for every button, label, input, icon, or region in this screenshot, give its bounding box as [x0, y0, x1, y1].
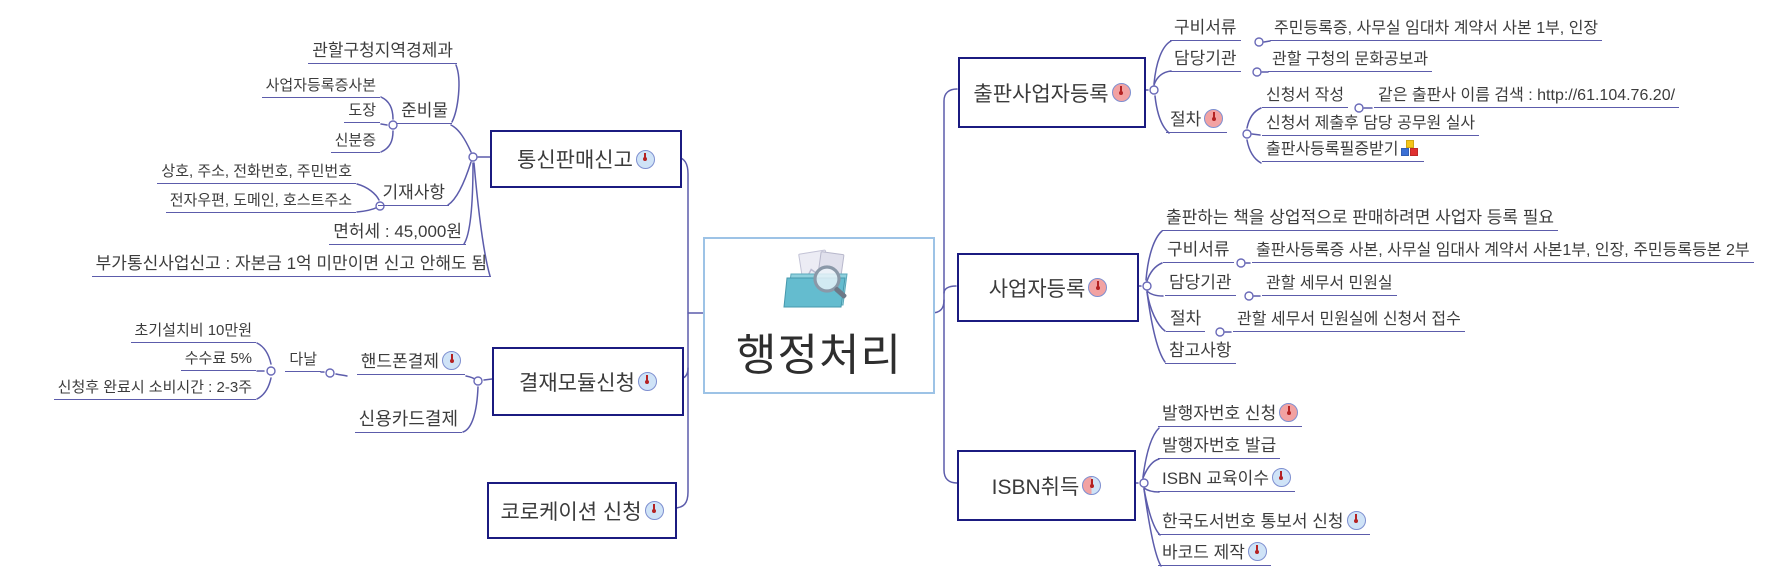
node-biz-note[interactable]: 출판하는 책을 상업적으로 판매하려면 사업자 등록 필요 [1162, 208, 1559, 231]
node-pub-step2[interactable]: 신청서 제출후 담당 공무원 실사 [1262, 114, 1480, 136]
node-pub-step3-label: 출판사등록필증받기 [1266, 141, 1399, 158]
clock-blue-icon [637, 372, 657, 391]
node-biz-proc-value[interactable]: 관할 세무서 민원실에 신청서 접수 [1233, 310, 1465, 332]
topic-isbn-label: ISBN취득 [991, 475, 1080, 499]
node-required-entries[interactable]: 기재사항 [378, 183, 449, 206]
topic-payment-label: 결재모듈신청 [519, 371, 635, 395]
node-business-cert-copy[interactable]: 사업자등록증사본 [261, 77, 380, 98]
node-license-tax[interactable]: 면허세 : 45,000원 [329, 222, 466, 245]
node-isbn-step5-label: 바코드 제작 [1162, 543, 1245, 562]
node-biz-docs-value[interactable]: 출판사등록증 사본, 사무실 임대사 계약서 사본1부, 인장, 주민등록등본 … [1252, 241, 1754, 263]
topic-business-label: 사업자등록 [988, 277, 1086, 301]
topic-telecom-label: 통신판매신고 [517, 149, 633, 172]
topic-publisher-label: 출판사업자등록 [973, 82, 1109, 106]
node-isbn-step4[interactable]: 한국도서번호 통보서 신청 [1158, 511, 1370, 535]
clock-blue-icon [635, 149, 655, 169]
clock-red-icon [1088, 278, 1108, 297]
node-isbn-step1[interactable]: 발행자번호 신청 [1158, 403, 1303, 427]
node-pub-docs-value[interactable]: 주민등록증, 사무실 임대차 계약서 사본 1부, 인장 [1270, 19, 1603, 41]
topic-publisher-registration[interactable]: 출판사업자등록 [958, 57, 1146, 128]
clock-red-icon [1111, 83, 1131, 102]
node-pub-docs-label[interactable]: 구비서류 [1170, 18, 1241, 41]
clock-red-icon [1279, 403, 1299, 422]
node-credit-card-payment[interactable]: 신용카드결제 [354, 409, 462, 433]
chart-cubes-icon [1401, 140, 1420, 157]
topic-colocation-label: 코로케이션 신청 [500, 500, 642, 524]
node-danal[interactable]: 다날 [285, 351, 321, 372]
node-pub-step3[interactable]: 출판사등록필증받기 [1262, 140, 1425, 162]
node-pub-procedure-label: 절차 [1170, 110, 1202, 129]
clock-blue-icon [644, 501, 664, 520]
node-isbn-step4-label: 한국도서번호 통보서 신청 [1162, 512, 1344, 531]
node-id-card[interactable]: 신분증 [330, 132, 380, 153]
node-pub-step1-value[interactable]: 같은 출판사 이름 검색 : http://61.104.76.20/ [1374, 86, 1680, 108]
node-setup-cost[interactable]: 초기설치비 10만원 [130, 322, 256, 343]
node-biz-agency-value[interactable]: 관할 세무서 민원실 [1262, 274, 1397, 296]
node-biz-reference[interactable]: 참고사항 [1165, 341, 1236, 364]
node-phone-payment-label: 핸드폰결제 [360, 352, 439, 371]
node-pub-procedure[interactable]: 절차 [1166, 109, 1228, 133]
node-biz-agency-label[interactable]: 담당기관 [1165, 273, 1236, 296]
node-isbn-step3-label: ISBN 교육이수 [1162, 469, 1269, 488]
node-biz-proc-label[interactable]: 절차 [1166, 309, 1206, 332]
clock-blue-icon [1271, 468, 1291, 487]
node-commission[interactable]: 수수료 5% [180, 350, 256, 371]
topic-telecom-report[interactable]: 통신판매신고 [490, 130, 682, 188]
node-stamp[interactable]: 도장 [344, 102, 380, 123]
node-pub-agency-value[interactable]: 관할 구청의 문화공보과 [1268, 50, 1433, 72]
node-lead-time[interactable]: 신청후 완료시 소비시간 : 2-3주 [53, 379, 256, 400]
node-entries-line1[interactable]: 상호, 주소, 전화번호, 주민번호 [157, 163, 356, 184]
topic-isbn[interactable]: ISBN취득 [957, 450, 1136, 521]
topic-colocation[interactable]: 코로케이션 신청 [487, 482, 677, 539]
node-isbn-step1-label: 발행자번호 신청 [1162, 404, 1277, 423]
folder-search-icon [783, 249, 848, 307]
clock-blue-icon [442, 351, 461, 370]
central-topic-label: 행정처리 [736, 330, 902, 380]
node-entries-line2[interactable]: 전자우편, 도메인, 호스트주소 [165, 192, 356, 213]
clock-blue-icon [1247, 542, 1267, 561]
clock-red-icon [1204, 109, 1224, 128]
node-pub-step1-label[interactable]: 신청서 작성 [1262, 86, 1349, 108]
node-isbn-step5[interactable]: 바코드 제작 [1158, 542, 1271, 566]
clock-half-icon [1082, 476, 1102, 495]
node-pub-agency-label[interactable]: 담당기관 [1170, 49, 1241, 72]
topic-payment-module[interactable]: 결재모듈신청 [492, 347, 684, 416]
node-district-office[interactable]: 관할구청지역경제과 [308, 41, 457, 64]
central-topic[interactable]: 행정처리 [703, 237, 935, 394]
node-vas-report-note[interactable]: 부가통신사업신고 : 자본금 1억 미만이면 신고 안해도 됨 [91, 254, 491, 277]
clock-blue-icon [1346, 511, 1366, 530]
node-isbn-step2[interactable]: 발행자번호 발급 [1158, 436, 1281, 459]
node-isbn-step3[interactable]: ISBN 교육이수 [1158, 468, 1295, 492]
node-phone-payment[interactable]: 핸드폰결제 [356, 351, 465, 375]
topic-business-registration[interactable]: 사업자등록 [957, 253, 1139, 322]
node-preparations[interactable]: 준비물 [397, 101, 452, 124]
node-biz-docs-label[interactable]: 구비서류 [1163, 240, 1234, 263]
